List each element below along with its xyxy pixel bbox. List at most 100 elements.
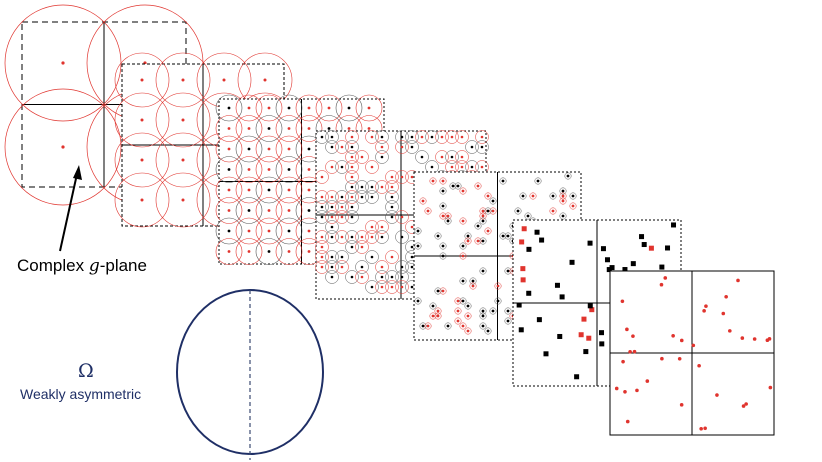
cover-circle	[355, 230, 369, 244]
sample-point	[390, 205, 394, 209]
sample-point	[340, 255, 344, 259]
sample-point	[267, 229, 271, 233]
sample-point	[476, 184, 480, 188]
sample-point	[247, 147, 251, 151]
sample-point	[287, 127, 291, 130]
sample-point	[340, 195, 344, 199]
sample-point	[456, 299, 460, 303]
cover-circle	[345, 190, 359, 204]
sample-point	[481, 209, 485, 213]
sample-point	[625, 419, 630, 424]
sample-point	[370, 195, 374, 199]
cover-circle	[479, 207, 487, 215]
sample-point	[370, 225, 374, 229]
cover-circle	[325, 130, 339, 144]
cover-circle	[335, 140, 349, 154]
cover-circle	[114, 92, 170, 148]
cover-circle	[345, 270, 359, 284]
cover-circle	[275, 238, 303, 265]
sample-point	[380, 155, 384, 159]
sample-point	[559, 294, 565, 300]
cover-circle	[345, 140, 359, 154]
sample-point	[622, 267, 628, 273]
sample-point	[416, 229, 420, 233]
cover-circle	[255, 94, 283, 122]
cover-circle	[114, 132, 170, 188]
sample-point	[181, 198, 185, 202]
cover-circle	[365, 220, 379, 234]
sample-point	[481, 219, 485, 223]
sample-point	[641, 242, 647, 248]
cover-circle	[474, 182, 482, 190]
sample-point	[768, 385, 773, 390]
sample-point	[554, 282, 560, 288]
sample-point	[390, 255, 394, 259]
cover-circle	[414, 227, 422, 235]
sample-point	[767, 337, 772, 341]
sample-point	[496, 299, 500, 303]
sample-point	[227, 127, 231, 130]
sample-point	[370, 235, 374, 239]
sample-point	[461, 219, 465, 223]
sample-point	[390, 185, 394, 189]
sample-point	[410, 175, 414, 179]
cover-circle	[415, 130, 429, 144]
cover-circle	[569, 202, 577, 210]
cover-circle	[275, 156, 303, 183]
sample-point	[466, 314, 470, 318]
sample-point	[410, 225, 414, 229]
cover-circle	[429, 302, 437, 310]
sample-point	[623, 390, 627, 394]
cover-circle	[534, 177, 542, 185]
cover-circle	[479, 312, 487, 320]
cover-circle	[275, 197, 303, 224]
cover-circle	[435, 130, 449, 144]
cover-circle	[315, 94, 343, 122]
sample-point	[140, 158, 144, 162]
sample-point	[526, 290, 532, 296]
sample-point	[665, 245, 671, 251]
cover-circle	[215, 238, 243, 265]
cover-circle	[325, 200, 339, 214]
sample-point	[620, 299, 625, 304]
sample-point	[481, 309, 485, 313]
sample-point	[360, 245, 364, 249]
sample-point	[471, 279, 475, 283]
sample-point	[471, 284, 475, 288]
sample-point	[721, 311, 726, 316]
sample-point	[486, 194, 490, 198]
cover-circle	[114, 172, 170, 228]
cover-circle	[459, 187, 467, 195]
sample-point	[350, 145, 354, 149]
cover-circle	[494, 297, 502, 305]
cover-circle	[335, 230, 349, 244]
sample-point	[350, 245, 354, 249]
sample-point	[360, 265, 364, 269]
sample-point	[571, 204, 575, 208]
sample-point	[621, 359, 625, 364]
sample-point	[390, 195, 394, 199]
sample-point	[728, 329, 732, 333]
sample-point	[715, 393, 719, 397]
sample-point	[663, 276, 668, 280]
sample-point	[481, 269, 485, 273]
cover-circle	[325, 160, 339, 174]
sample-point	[518, 327, 524, 333]
cover-circle	[464, 302, 472, 310]
sample-point	[581, 316, 587, 322]
cover-circle	[425, 130, 439, 144]
cover-circle	[474, 237, 482, 245]
cover-circle	[275, 135, 303, 163]
sample-point	[659, 264, 665, 270]
cover-circle	[434, 287, 442, 295]
sample-point	[446, 324, 450, 328]
sample-point	[557, 333, 563, 339]
sample-point	[506, 234, 510, 238]
cover-circle	[335, 210, 349, 224]
sample-point	[441, 244, 445, 248]
sample-point	[571, 194, 575, 198]
cover-circle	[434, 312, 442, 320]
sample-point	[380, 185, 384, 189]
sample-point	[486, 209, 490, 213]
sample-point	[561, 214, 565, 218]
